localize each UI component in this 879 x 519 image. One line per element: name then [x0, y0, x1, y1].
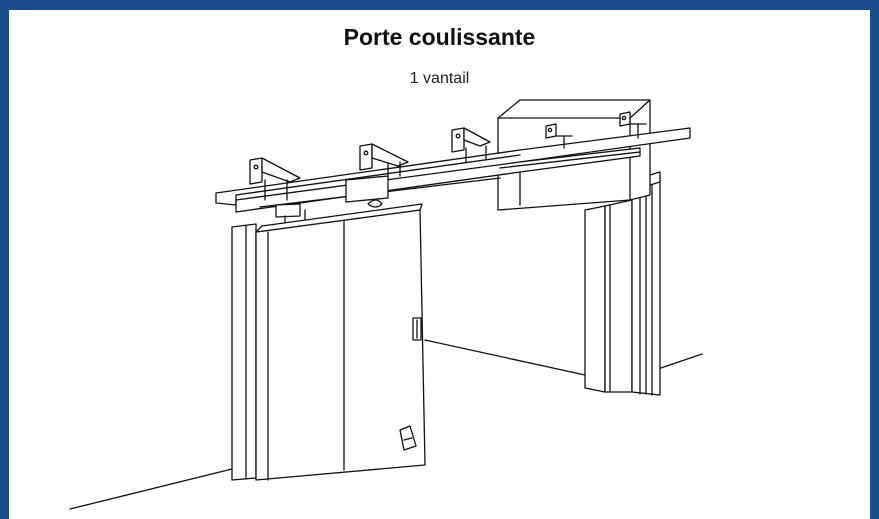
page-title: Porte coulissante: [343, 24, 536, 50]
floor-lines: [70, 340, 702, 509]
page-subtitle: 1 vantail: [409, 70, 470, 87]
rail: [216, 128, 690, 212]
door-leaf: [256, 204, 425, 480]
door-frame-right: [585, 172, 660, 395]
mounting-brackets: [250, 112, 646, 200]
door-handle: [413, 318, 421, 340]
floor-guide: [400, 426, 416, 450]
door-leaf-back: [232, 224, 256, 480]
carriage: [276, 176, 388, 226]
